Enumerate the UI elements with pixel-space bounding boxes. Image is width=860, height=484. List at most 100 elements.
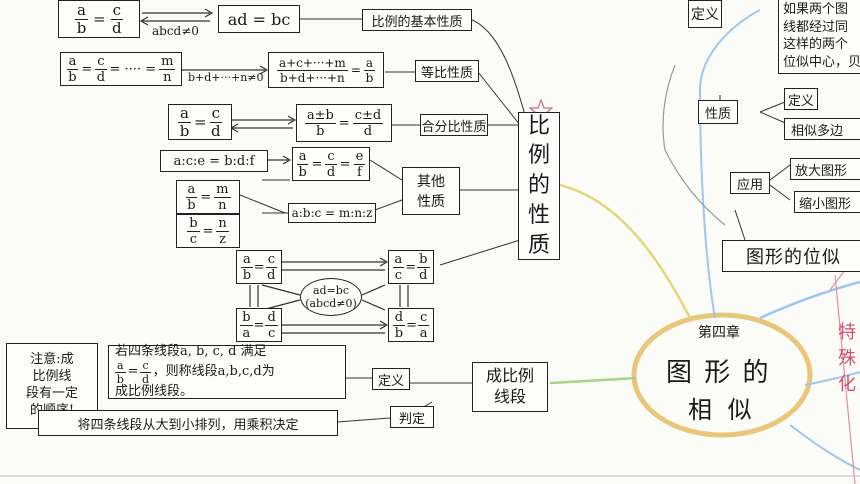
judge-text: 将四条线段从大到小排列，用乘积决定 <box>77 417 299 433</box>
label-text: 定义 <box>787 93 814 109</box>
similar-polygon-label: 相似多边 <box>784 118 860 140</box>
ellipsis: = ···· = <box>109 61 157 77</box>
equal-ratio-label: 等比性质 <box>415 60 479 82</box>
label-line: 其他 <box>417 174 445 190</box>
ratio-chain-box: a:b:c = m:n:z <box>288 203 376 223</box>
denominator: a <box>419 325 428 341</box>
chapter-label: 第四章 <box>698 325 740 341</box>
numerator: c <box>325 148 337 165</box>
node-text: 图形的位似 <box>746 247 841 268</box>
node-char: 性 <box>527 202 550 228</box>
other-property-label: 其他 性质 <box>402 167 460 215</box>
numerator: a <box>178 103 191 123</box>
numerator: a+c+···+m <box>276 55 348 71</box>
shrink-figure-label: 缩小图形 <box>794 191 860 213</box>
node-char: 的 <box>527 173 550 199</box>
denominator: d <box>111 18 122 37</box>
label-text: 相似多边 <box>791 123 844 139</box>
oval-line: ad=bc <box>312 283 350 297</box>
continued-ratio-box: a:c:e = b:d:f <box>160 150 268 172</box>
denominator: b <box>394 325 404 341</box>
node-line: 线段 <box>493 387 526 406</box>
product-box: ad = bc <box>218 5 300 33</box>
definition-line: ，则称线段a,b,c,d为 <box>152 363 275 379</box>
property-definition-label: 定义 <box>784 88 818 110</box>
label-text: 放大图形 <box>795 163 848 179</box>
chapter-title-line2: 相 似 <box>688 396 756 424</box>
node-char: 质 <box>527 232 550 258</box>
arrow-condition: abcd≠0 <box>152 24 199 38</box>
ratio-chain-text: a:b:c = m:n:z <box>291 206 373 220</box>
denominator: d <box>96 69 106 85</box>
numerator: n <box>216 215 229 232</box>
denominator: b <box>365 70 374 85</box>
denominator: z <box>219 231 227 247</box>
numerator: e <box>353 148 366 165</box>
label-line: 性质 <box>417 194 445 210</box>
node-char: 例 <box>527 143 550 169</box>
numerator: c±d <box>352 107 384 124</box>
denominator: n <box>163 69 172 85</box>
text-line: 线都经过同 <box>783 19 849 35</box>
label-text: 性质 <box>704 106 731 122</box>
right-edge-char: 特 <box>838 322 856 343</box>
numerator: c <box>110 0 123 20</box>
label-text: 应用 <box>736 177 763 193</box>
definition-line: 成比例线段。 <box>115 383 194 399</box>
label-text: 定义 <box>377 373 404 389</box>
homothety-property-label: 性质 <box>698 100 738 124</box>
label-text: 等比性质 <box>420 65 473 81</box>
denominator: n <box>218 197 227 213</box>
right-edge-char: 殊 <box>838 348 856 369</box>
denominator: b <box>116 372 124 386</box>
text-line: 位似中心，贝 <box>783 54 860 70</box>
homothety-node: 图形的位似 <box>722 240 860 272</box>
sum-diff-label: 合分比性质 <box>420 114 488 136</box>
numerator: c <box>417 309 430 326</box>
continued-ratio-text: a:c:e = b:d:f <box>173 153 255 169</box>
note-line: 段有一定 <box>25 386 78 401</box>
judge-text-box: 将四条线段从大到小排列，用乘积决定 <box>38 410 338 436</box>
numerator: d <box>265 309 278 326</box>
label-text: 判定 <box>398 411 425 427</box>
denominator: d <box>210 121 221 140</box>
homothety-definition-label: 定义 <box>688 0 722 28</box>
label-text: 比例的基本性质 <box>371 14 463 30</box>
text-line: 如果两个图 <box>783 2 849 17</box>
application-label: 应用 <box>730 172 770 194</box>
segments-definition-label: 定义 <box>372 368 410 390</box>
numerator: c <box>140 358 151 373</box>
numerator: a <box>296 148 309 165</box>
denominator: b <box>76 18 87 37</box>
text-line: 这样的两个 <box>783 37 849 53</box>
denominator: f <box>357 164 362 180</box>
denominator: d <box>267 267 276 283</box>
homothety-definition-text: 如果两个图 线都经过同 这样的两个 位似中心，贝 <box>778 0 860 74</box>
label-text: 定义 <box>691 7 719 23</box>
denominator: b <box>316 123 325 139</box>
label-text: 合分比性质 <box>421 119 487 135</box>
numerator: d <box>392 309 406 326</box>
equal-ratio-condition: b+d+···+n≠0 <box>188 71 264 84</box>
denominator: b <box>68 69 77 85</box>
numerator: m <box>159 53 176 70</box>
numerator: a±b <box>304 107 336 124</box>
numerator: a <box>185 181 198 198</box>
numerator: a <box>392 251 405 268</box>
numerator: c <box>209 103 222 123</box>
denominator: c <box>189 231 197 247</box>
numerator: b <box>240 309 253 326</box>
